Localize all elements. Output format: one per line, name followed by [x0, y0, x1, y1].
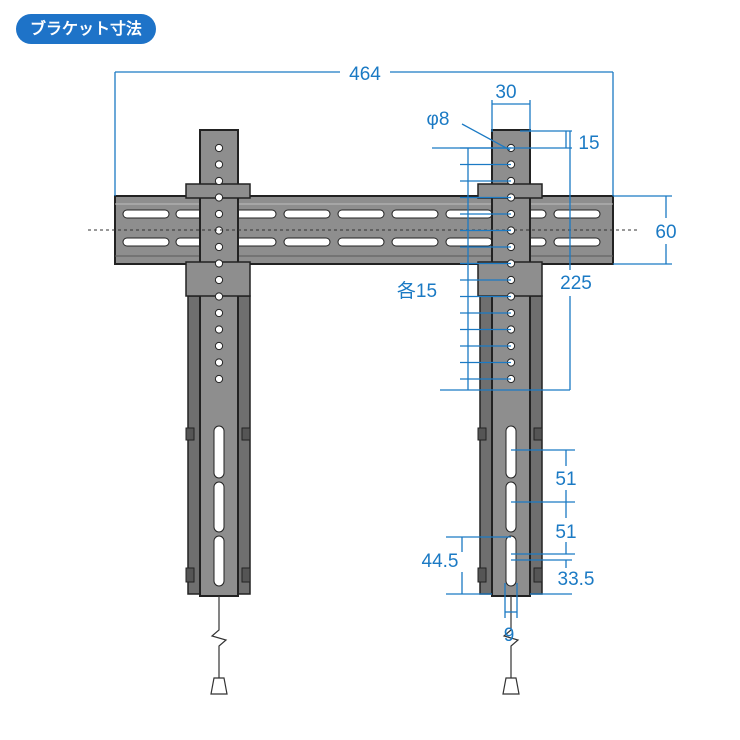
section-title-badge: ブラケット寸法: [16, 14, 156, 44]
bar-slot: [122, 237, 170, 247]
bar-slot: [553, 237, 601, 247]
left-arm: [185, 129, 251, 695]
dim-bottom-left: 44.5: [422, 551, 459, 572]
arm-slot: [505, 425, 517, 479]
left-arm-holes: [214, 143, 224, 384]
hole-pitch-ticks: [460, 147, 511, 380]
arm-hole: [214, 374, 224, 384]
dim-hole-span: 30: [495, 82, 516, 103]
arm-hole: [214, 292, 224, 301]
left-arm-slots: [213, 425, 225, 587]
bar-slot: [553, 209, 601, 219]
dim-top-offset: 15: [578, 133, 599, 154]
dim-slot-pitch-1: 51: [555, 469, 576, 490]
right-arm-slots: [505, 425, 517, 587]
arm-hole: [214, 176, 224, 186]
arm-slot: [213, 425, 225, 479]
dim-adjust-range: 225: [560, 273, 592, 294]
arm-slot: [505, 535, 517, 587]
arm-hole: [214, 143, 224, 153]
bar-slot: [337, 209, 385, 219]
arm-hole: [214, 193, 224, 202]
arm-slot: [213, 481, 225, 533]
arm-hole: [214, 358, 224, 367]
bar-slot: [391, 237, 439, 247]
arm-hole: [214, 275, 224, 285]
arm-slot: [213, 535, 225, 587]
right-arm: [477, 129, 543, 695]
arm-hole: [214, 259, 224, 268]
arm-hole: [214, 341, 224, 351]
bar-slot: [391, 209, 439, 219]
bar-slot: [445, 237, 493, 247]
arm-hole: [214, 308, 224, 318]
arm-hole: [214, 242, 224, 252]
dim-hole-diameter: φ8: [427, 109, 450, 130]
dim-slot-pitch-2: 51: [555, 522, 576, 543]
dim-total-width: 464: [349, 64, 381, 85]
arm-hole: [214, 209, 224, 219]
bar-slot: [283, 209, 331, 219]
bar-slot: [337, 237, 385, 247]
bar-slot: [122, 209, 170, 219]
arm-slot: [505, 481, 517, 533]
dim-hole-pitch: 各15: [397, 280, 437, 302]
dim-bar-height: 60: [655, 222, 676, 243]
dim-slot-width: 9: [504, 625, 515, 646]
dimension-lines: [114, 71, 672, 618]
arm-hole: [214, 160, 224, 169]
arm-hole: [214, 325, 224, 334]
dim-bottom-right: 33.5: [558, 569, 595, 590]
bar-slot: [283, 237, 331, 247]
